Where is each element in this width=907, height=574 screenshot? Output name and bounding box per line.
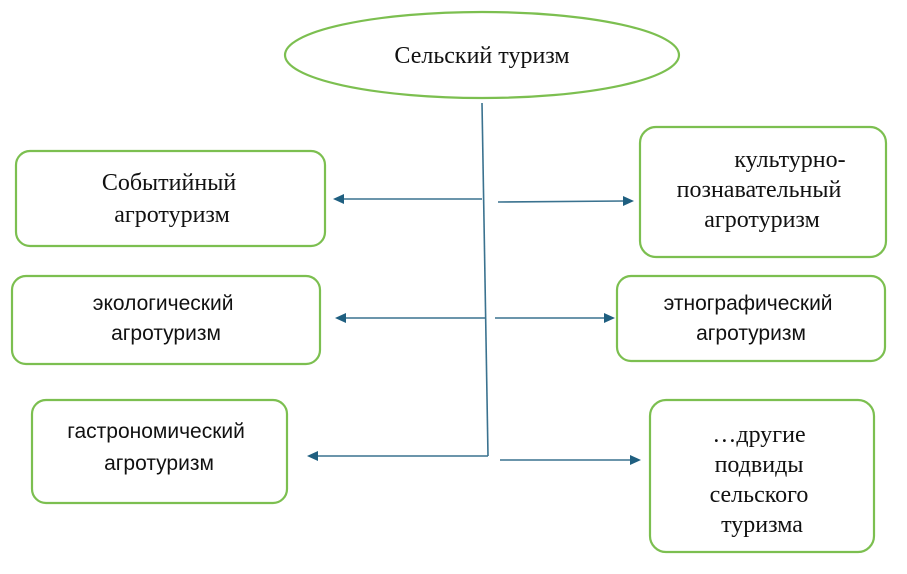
node-cultural-text: культурно- познавательный агротуризм	[677, 147, 852, 233]
node-ethnographic-text: этнографический агротуризм	[664, 292, 839, 345]
trunk-line	[481, 102, 489, 457]
line: познавательный	[677, 177, 842, 203]
line: агротуризм	[114, 202, 230, 228]
arrowhead-icon	[335, 313, 346, 323]
root-node	[283, 10, 681, 100]
line: …другие	[712, 422, 805, 448]
root-label: Сельский туризм	[394, 43, 569, 69]
line: подвиды	[715, 452, 804, 478]
arrowhead-icon	[307, 451, 318, 461]
line: агротуризм	[704, 207, 820, 233]
line: агротуризм	[104, 452, 214, 475]
line: культурно-	[734, 147, 845, 173]
node-cultural-agrotourism	[638, 125, 888, 259]
connectors	[307, 102, 641, 465]
arrowhead-icon	[623, 196, 634, 206]
node-gastronomic-agrotourism	[30, 398, 289, 505]
line: сельского	[710, 482, 809, 508]
node-ecological-text: экологический агротуризм	[93, 292, 240, 345]
line: туризма	[721, 512, 803, 538]
node-event-text: Событийный агротуризм	[102, 170, 242, 228]
line: Событийный	[102, 170, 236, 196]
arrowhead-icon	[333, 194, 344, 204]
line: агротуризм	[111, 322, 221, 345]
arrowhead-icon	[630, 455, 641, 465]
node-event-agrotourism	[14, 149, 327, 248]
line: этнографический	[664, 292, 833, 315]
node-ethnographic-agrotourism	[615, 274, 887, 363]
arrow-right-1	[497, 200, 625, 203]
arrowhead-icon	[604, 313, 615, 323]
node-other-text: …другие подвиды сельского туризма	[710, 422, 815, 538]
line: экологический	[93, 292, 234, 315]
line: гастрономический	[67, 420, 245, 443]
node-gastronomic-text: гастрономический агротуризм	[67, 420, 250, 475]
line: агротуризм	[696, 322, 806, 345]
node-ecological-agrotourism	[10, 274, 322, 366]
node-other-subtypes	[648, 398, 876, 554]
